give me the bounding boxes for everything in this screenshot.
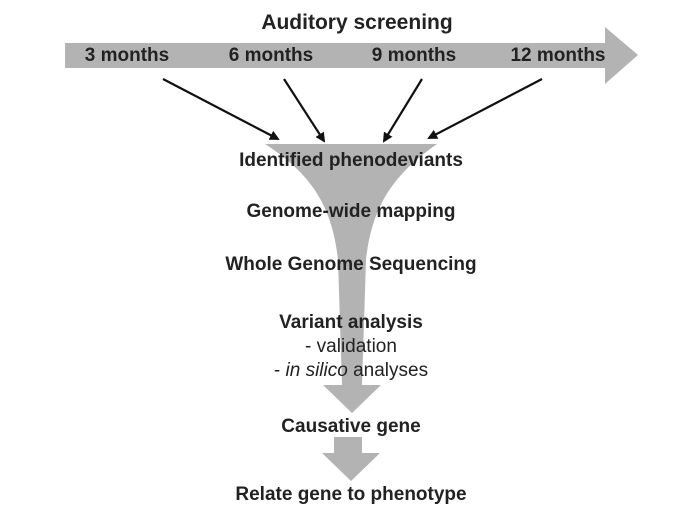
- step-mapping: Genome-wide mapping: [246, 201, 456, 222]
- timepoint-label: 6 months: [228, 45, 314, 66]
- down-arrow-relate: [322, 437, 380, 481]
- step-phenodeviants: Identified phenodeviants: [239, 150, 463, 171]
- timeline-arrow: [65, 27, 638, 84]
- timepoint-label: 9 months: [371, 45, 457, 66]
- diagram-title: Auditory screening: [261, 11, 453, 34]
- funnel-shape: [265, 144, 437, 413]
- suffix: analyses: [347, 360, 429, 381]
- timepoint-label: 3 months: [84, 45, 170, 66]
- arrow-12-months: [427, 78, 543, 139]
- variant-sub-in-silico: - in silico analyses: [274, 360, 428, 382]
- step-sequencing: Whole Genome Sequencing: [225, 254, 477, 275]
- step-relate-gene: Relate gene to phenotype: [235, 484, 467, 505]
- timepoint-label: 12 months: [510, 45, 606, 66]
- variant-sub-validation: - validation: [305, 336, 397, 357]
- prefix: -: [273, 360, 286, 381]
- arrow-6-months: [283, 78, 326, 143]
- arrow-9-months: [382, 78, 423, 143]
- in-silico-italic: in silico: [285, 360, 348, 381]
- step-variant-analysis: Variant analysis: [279, 312, 423, 333]
- step-causative-gene: Causative gene: [281, 416, 421, 437]
- arrow-3-months: [162, 78, 280, 140]
